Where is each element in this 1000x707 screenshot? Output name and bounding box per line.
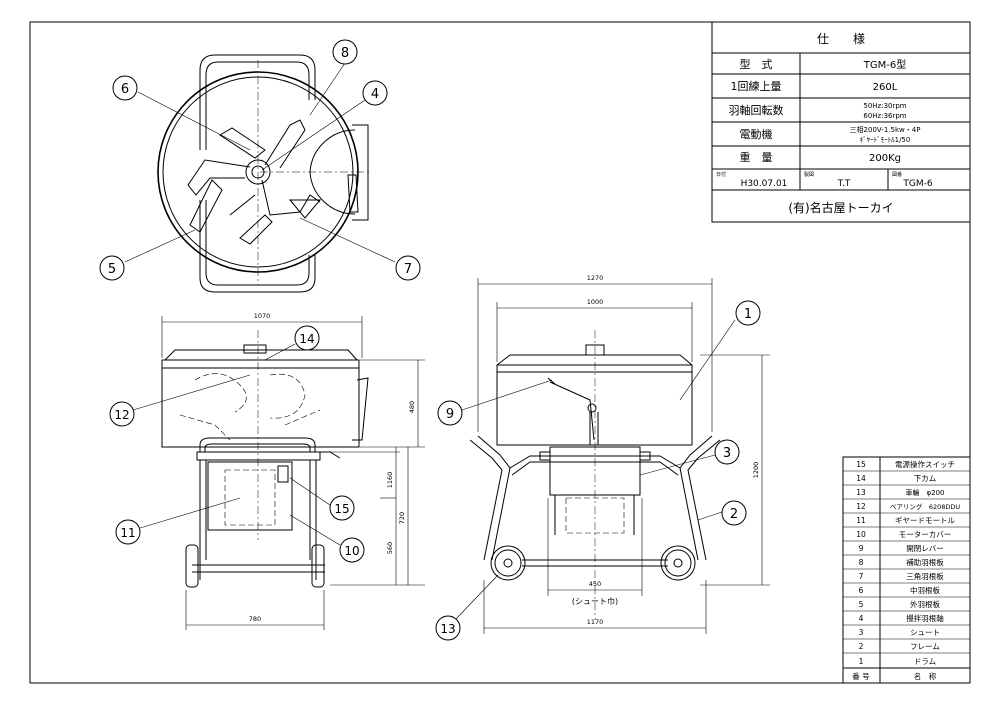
balloon-13: 13 — [440, 622, 455, 636]
parts-header-no: 番 号 — [852, 671, 869, 681]
balloon-1: 1 — [744, 307, 752, 322]
spec-value-rpm-60: 60Hz:36rpm — [863, 112, 906, 120]
top-view — [157, 54, 372, 293]
spec-value-rpm-50: 50Hz:30rpm — [863, 102, 906, 110]
balloon-4: 4 — [371, 87, 379, 102]
dim-480: 480 — [408, 401, 416, 413]
spec-date-label: 日付 — [716, 171, 726, 178]
balloon-7: 7 — [404, 262, 412, 277]
parts-no-11: 11 — [856, 516, 866, 525]
balloon-3: 3 — [723, 446, 731, 461]
parts-no-14: 14 — [856, 474, 866, 483]
balloon-15: 15 — [334, 502, 349, 516]
balloon-8: 8 — [341, 46, 349, 61]
parts-no-13: 13 — [856, 488, 866, 497]
parts-no-10: 10 — [856, 530, 866, 539]
parts-name-1: ドラム — [914, 657, 936, 666]
dimension-labels: 1070 780 480 1160 720 560 1270 1000 1200… — [249, 274, 760, 626]
spec-value-gear: ｷﾞﾔｰﾄﾞﾓｰﾄﾙ1/50 — [860, 136, 911, 144]
parts-name-10: モーターカバー — [899, 530, 952, 539]
parts-no-4: 4 — [859, 614, 864, 623]
parts-no-7: 7 — [859, 572, 864, 581]
spec-dwg-label: 図番 — [892, 171, 902, 178]
spec-value-capacity: 260L — [873, 82, 898, 93]
sheet-border — [29, 21, 971, 684]
dim-720: 720 — [398, 512, 406, 524]
dim-560: 560 — [386, 542, 394, 554]
parts-no-8: 8 — [859, 558, 864, 567]
spec-drawn: T.T — [837, 179, 851, 189]
dim-chute-width: (シュート巾) — [572, 596, 618, 606]
spec-label-capacity: 1回練上量 — [731, 79, 782, 93]
dim-1170: 1170 — [587, 618, 604, 626]
balloon-11: 11 — [120, 526, 135, 540]
parts-list: 15 電源操作スイッチ 14 下カム 13 車輪 φ200 12 ベアリング 6… — [842, 456, 971, 684]
spec-company: (有)名古屋トーカイ — [788, 200, 893, 215]
balloon-14: 14 — [299, 332, 314, 346]
dimension-lines — [161, 278, 770, 634]
balloon-6: 6 — [121, 82, 129, 97]
balloons: 6 8 4 5 7 14 12 11 15 10 9 1 3 2 13 — [99, 39, 761, 641]
parts-name-6: 中羽根板 — [910, 585, 940, 595]
dim-780: 780 — [249, 615, 261, 623]
spec-value-model: TGM-6型 — [863, 58, 906, 71]
parts-name-12: ベアリング 6208DDU — [890, 502, 961, 511]
parts-name-7: 三角羽根板 — [906, 571, 944, 581]
parts-no-3: 3 — [859, 628, 864, 637]
parts-no-6: 6 — [859, 586, 864, 595]
spec-value-weight: 200Kg — [869, 153, 901, 164]
parts-name-9: 開閉レバー — [906, 544, 944, 553]
parts-no-1: 1 — [859, 657, 864, 666]
spec-table: 仕 様 型 式 TGM-6型 1回練上量 260L 羽軸回転数 50Hz:30r… — [711, 21, 971, 223]
dim-1000: 1000 — [587, 298, 604, 306]
dim-1200: 1200 — [752, 462, 760, 479]
parts-name-15: 電源操作スイッチ — [895, 459, 955, 469]
front-view — [469, 330, 721, 620]
balloon-10: 10 — [344, 544, 359, 558]
spec-date: H30.07.01 — [741, 179, 788, 189]
parts-name-2: フレーム — [910, 642, 940, 651]
dim-1160: 1160 — [386, 472, 394, 489]
leader-lines — [124, 62, 736, 621]
parts-no-9: 9 — [859, 544, 864, 553]
side-view — [161, 330, 369, 588]
parts-no-15: 15 — [856, 460, 866, 469]
parts-name-3: シュート — [910, 628, 940, 637]
balloon-2: 2 — [730, 507, 738, 522]
spec-label-motor: 電動機 — [740, 127, 773, 141]
spec-label-rpm: 羽軸回転数 — [729, 103, 784, 117]
dim-1070: 1070 — [254, 312, 271, 320]
parts-name-8: 補助羽根板 — [906, 557, 944, 567]
balloon-5: 5 — [108, 262, 116, 277]
spec-drawn-label: 製図 — [804, 171, 814, 178]
dim-1270: 1270 — [587, 274, 604, 282]
parts-header-name: 名 称 — [914, 671, 937, 681]
spec-dwg: TGM-6 — [902, 179, 932, 189]
spec-label-weight: 重 量 — [740, 150, 773, 164]
parts-name-13: 車輪 φ200 — [906, 488, 945, 497]
spec-title: 仕 様 — [817, 32, 865, 46]
dim-450: 450 — [589, 580, 601, 588]
spec-label-model: 型 式 — [740, 57, 773, 71]
balloon-12: 12 — [114, 408, 129, 422]
parts-name-11: ギヤードモートル — [895, 516, 955, 525]
parts-no-5: 5 — [859, 600, 864, 609]
parts-name-14: 下カム — [914, 474, 937, 483]
spec-value-motor: 三相200V-1.5kw・4P — [850, 125, 921, 134]
parts-no-2: 2 — [859, 642, 864, 651]
balloon-9: 9 — [446, 407, 454, 422]
parts-no-12: 12 — [856, 502, 866, 511]
parts-name-4: 攪拌羽根軸 — [906, 613, 944, 623]
parts-name-5: 外羽根板 — [910, 599, 940, 609]
